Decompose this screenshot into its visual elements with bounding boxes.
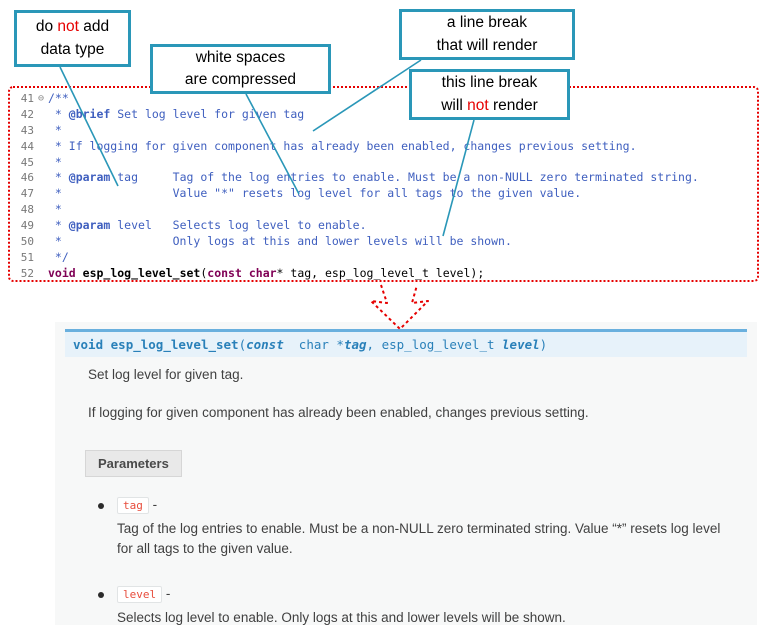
code-text: */ — [48, 249, 69, 264]
line-number: 49 — [20, 219, 34, 233]
code-lines: 41⊖/**42 * @brief Set log level for give… — [14, 91, 757, 280]
fold-gutter — [34, 139, 48, 155]
param-name-chip: tag — [117, 497, 149, 515]
fold-gutter — [34, 155, 48, 171]
code-line: 51 */ — [14, 250, 757, 266]
fold-gutter — [34, 170, 48, 186]
code-text: /** — [48, 91, 69, 105]
rendered-doc-panel: void esp_log_level_set(const char *tag, … — [55, 322, 757, 625]
callout-linebreak-norender: this line break will not render — [409, 69, 570, 120]
code-line: 49 * @param level Selects log level to e… — [14, 218, 757, 234]
line-number: 43 — [20, 123, 34, 137]
param-list: tag - Tag of the log entries to enable. M… — [88, 497, 733, 628]
param-description: Selects log level to enable. Only logs a… — [117, 609, 566, 625]
fold-gutter — [34, 266, 48, 280]
function-signature: void esp_log_level_set(const char *tag, … — [65, 329, 747, 357]
line-number: 50 — [20, 235, 34, 249]
bullet-icon — [98, 591, 104, 598]
code-text: * Value "*" resets log level for all tag… — [48, 186, 582, 201]
fold-marker-icon[interactable]: ⊖ — [37, 93, 45, 104]
code-text: * — [48, 122, 62, 137]
fold-gutter — [34, 234, 48, 250]
code-line: 41⊖/** — [14, 91, 757, 107]
callout-text: white spaces are compressed — [184, 48, 297, 88]
parameters-label: Parameters — [85, 450, 182, 478]
code-text: * @brief Set log level for given tag — [48, 106, 305, 121]
param-dash: - — [162, 585, 171, 601]
code-line: 50 * Only logs at this and lower levels … — [14, 234, 757, 250]
code-line: 44 * If logging for given component has … — [14, 139, 757, 155]
line-number: 44 — [20, 139, 34, 153]
doc-content: Set log level for given tag. If logging … — [55, 365, 757, 628]
doc-description: If logging for given component has alrea… — [88, 404, 589, 420]
param-name-chip: level — [117, 585, 163, 603]
callout-whitespace: white spaces are compressed — [150, 44, 331, 94]
line-number: 45 — [20, 155, 34, 169]
line-number: 47 — [20, 187, 34, 201]
fold-gutter — [34, 123, 48, 139]
line-number: 48 — [20, 203, 34, 217]
code-line: 47 * Value "*" resets log level for all … — [14, 186, 757, 202]
fold-gutter — [34, 250, 48, 266]
code-text: * If logging for given component has alr… — [48, 138, 637, 153]
code-line: 43 * — [14, 123, 757, 139]
fold-gutter — [34, 107, 48, 123]
code-text: void esp_log_level_set(const char* tag, … — [48, 265, 485, 280]
code-text: * — [48, 154, 62, 169]
code-editor[interactable]: 41⊖/**42 * @brief Set log level for give… — [8, 86, 759, 282]
line-number: 42 — [20, 107, 34, 121]
code-text: * @param level Selects log level to enab… — [48, 218, 367, 233]
param-item: tag - Tag of the log entries to enable. M… — [88, 497, 733, 560]
code-line: 52 void esp_log_level_set(const char* tag… — [14, 265, 757, 280]
param-description: Tag of the log entries to enable. Must b… — [117, 521, 721, 557]
callout-text: a line break that will render — [436, 14, 538, 54]
fold-gutter — [34, 202, 48, 218]
line-number: 46 — [20, 171, 34, 185]
fold-gutter — [34, 218, 48, 234]
code-text: * @param tag Tag of the log entries to e… — [48, 170, 699, 185]
callout-text: do not add data type — [35, 18, 110, 58]
code-line: 46 * @param tag Tag of the log entries t… — [14, 170, 757, 186]
line-number: 52 — [20, 266, 34, 280]
fold-gutter — [34, 186, 48, 202]
callout-text: this line break will not render — [441, 74, 538, 114]
doc-brief: Set log level for given tag. — [88, 367, 244, 382]
code-text: * Only logs at this and lower levels wil… — [48, 234, 512, 249]
code-line: 48 * — [14, 202, 757, 218]
line-number: 41 — [20, 92, 34, 105]
code-line: 42 * @brief Set log level for given tag — [14, 107, 757, 123]
param-dash: - — [148, 497, 158, 513]
line-number: 51 — [20, 250, 34, 264]
bullet-icon — [98, 503, 104, 510]
param-item: level - Selects log level to enable. Only… — [88, 585, 733, 628]
callout-no-datatype: do not add data type — [14, 10, 131, 67]
code-line: 45 * — [14, 155, 757, 171]
code-text: * — [48, 202, 62, 217]
callout-linebreak-render: a line break that will render — [399, 9, 575, 60]
